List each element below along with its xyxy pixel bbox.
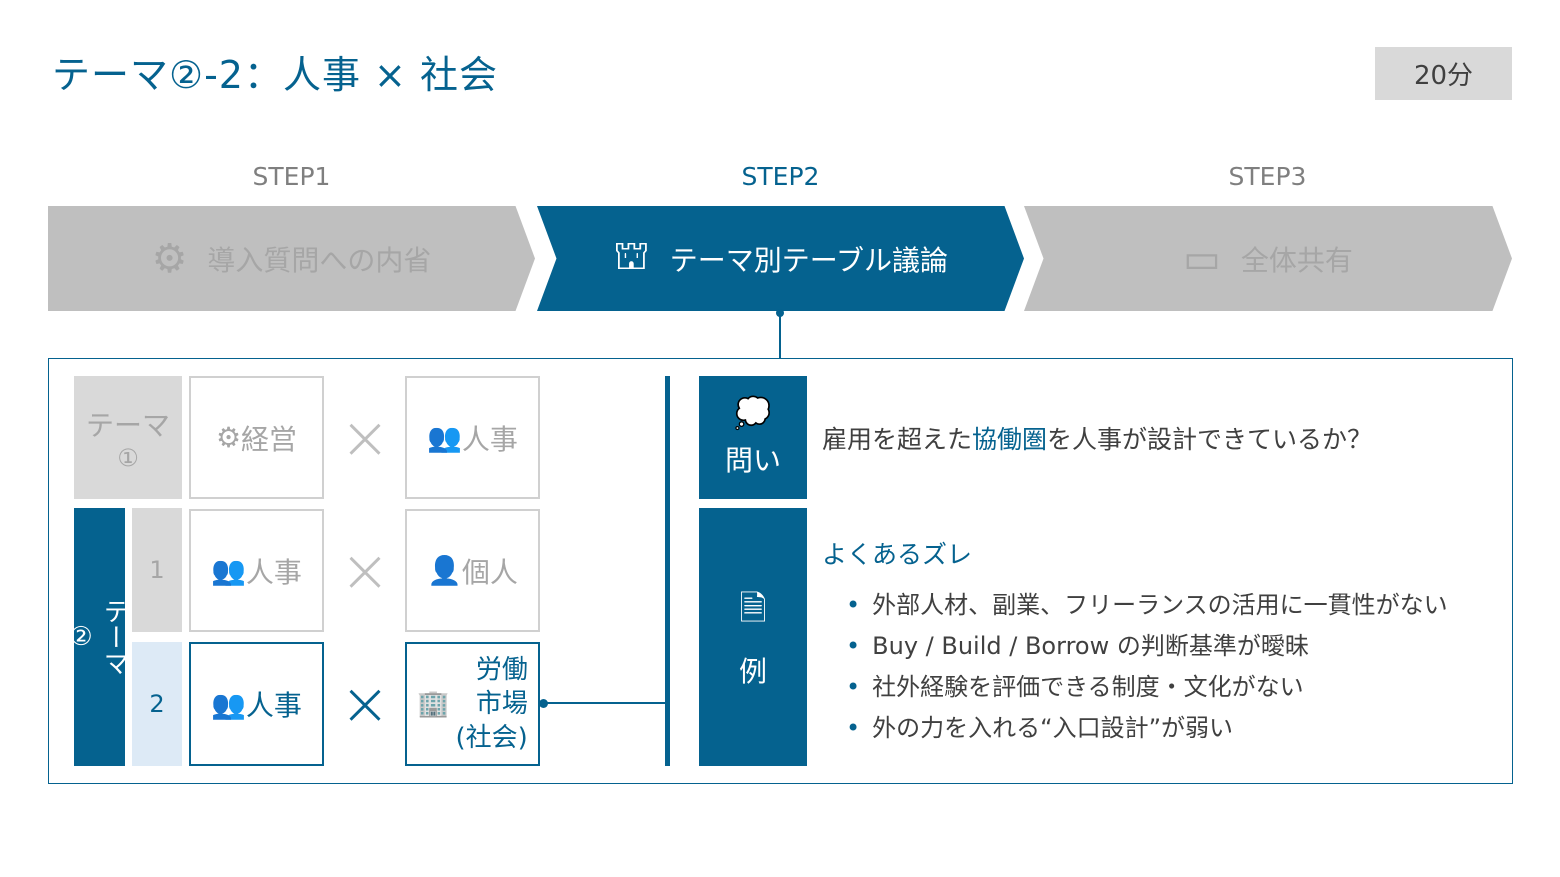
row2-right-line: 労働 (475, 655, 528, 685)
row2-right-line: 市場 (475, 689, 528, 719)
question-pre: 雇用を超えた (822, 425, 973, 454)
content-panel (48, 358, 1513, 784)
thought-bubble-icon: 💭 (734, 396, 772, 431)
gears-icon: ⚙ (215, 421, 242, 454)
question-highlight: 協働圏 (972, 425, 1048, 454)
theme1-left-box: ⚙経営 (189, 376, 324, 499)
document-icon: 🗎 (739, 588, 767, 629)
people-search-icon: 👥 (427, 421, 462, 454)
theme1-text: テーマ (85, 408, 170, 442)
step3-label: STEP3 (1228, 162, 1307, 191)
theme1-right-text: 人事 (461, 422, 518, 456)
example-heading: よくあるズレ (822, 540, 973, 569)
row1-right-text: 個人 (461, 555, 518, 589)
step2-text: テーマ別テーブル議論 (669, 243, 949, 277)
step3-text: 全体共有 (1240, 243, 1353, 277)
row1-num: 1 (132, 508, 182, 632)
step3-chevron: ▭ 全体共有 (1024, 206, 1512, 311)
row1-right-box: 👤個人 (405, 509, 540, 632)
example-list: 外部人材、副業、フリーランスの活用に一貫性がない Buy / Build / B… (846, 585, 1448, 749)
step2-label: STEP2 (741, 162, 820, 191)
step1-chevron: ⚙ 導入質問への内省 (48, 206, 535, 311)
row2-left-text: 人事 (245, 689, 302, 722)
row2-num: 2 (132, 642, 182, 766)
list-item: 社外経験を評価できる制度・文化がない (846, 667, 1448, 708)
connector-line (779, 311, 781, 359)
question-label: 問い (724, 444, 781, 477)
row2-right-box: 🏢 労働 市場 (社会) (405, 642, 540, 766)
head-gears-icon: ⚙ (151, 235, 188, 282)
connector-dot (776, 309, 784, 317)
question-post: を人事が設計できているか？ (1047, 425, 1373, 454)
people-search-icon: 👥 (211, 687, 246, 721)
question-box: 💭 問い (699, 376, 807, 499)
list-item: 外の力を入れる“入口設計”が弱い (846, 708, 1448, 749)
theme1-label: テーマ ① (74, 376, 182, 499)
divider-line (665, 376, 670, 766)
page-title: テーマ②-2：人事 × 社会 (52, 53, 498, 97)
example-label: 例 (738, 654, 767, 688)
step1-text: 導入質問への内省 (207, 243, 432, 277)
row2-right-line: (社会) (455, 723, 528, 753)
person-icon: 👤 (427, 554, 462, 587)
theme2-num: ② (66, 622, 96, 652)
cross-icon: × (339, 535, 391, 606)
step1-label: STEP1 (252, 162, 331, 191)
question-text: 雇用を超えた協働圏を人事が設計できているか？ (822, 420, 1372, 456)
row2-left-box: 👥人事 (189, 642, 324, 766)
theme1-right-box: 👥人事 (405, 376, 540, 499)
theme1-num: ① (117, 443, 139, 472)
list-item: Buy / Build / Borrow の判断基準が曖昧 (846, 626, 1448, 667)
theme1-left-text: 経営 (241, 422, 298, 456)
buildings-icon: 🏢 (417, 689, 450, 719)
presentation-icon: ▭ (1183, 235, 1221, 282)
cross-icon: × (339, 402, 391, 473)
connector-line (543, 702, 667, 704)
step2-chevron: ⛫ テーマ別テーブル議論 (537, 206, 1024, 311)
time-badge: 20分 (1375, 47, 1512, 100)
theme2-text: テーマ (99, 598, 129, 676)
cross-icon: × (339, 669, 391, 739)
row1-left-box: 👥人事 (189, 509, 324, 632)
table-discussion-icon: ⛫ (612, 233, 650, 279)
row1-left-text: 人事 (245, 555, 302, 589)
people-search-icon: 👥 (211, 554, 246, 587)
list-item: 外部人材、副業、フリーランスの活用に一貫性がない (846, 585, 1448, 626)
example-box: 🗎 例 (699, 508, 807, 766)
